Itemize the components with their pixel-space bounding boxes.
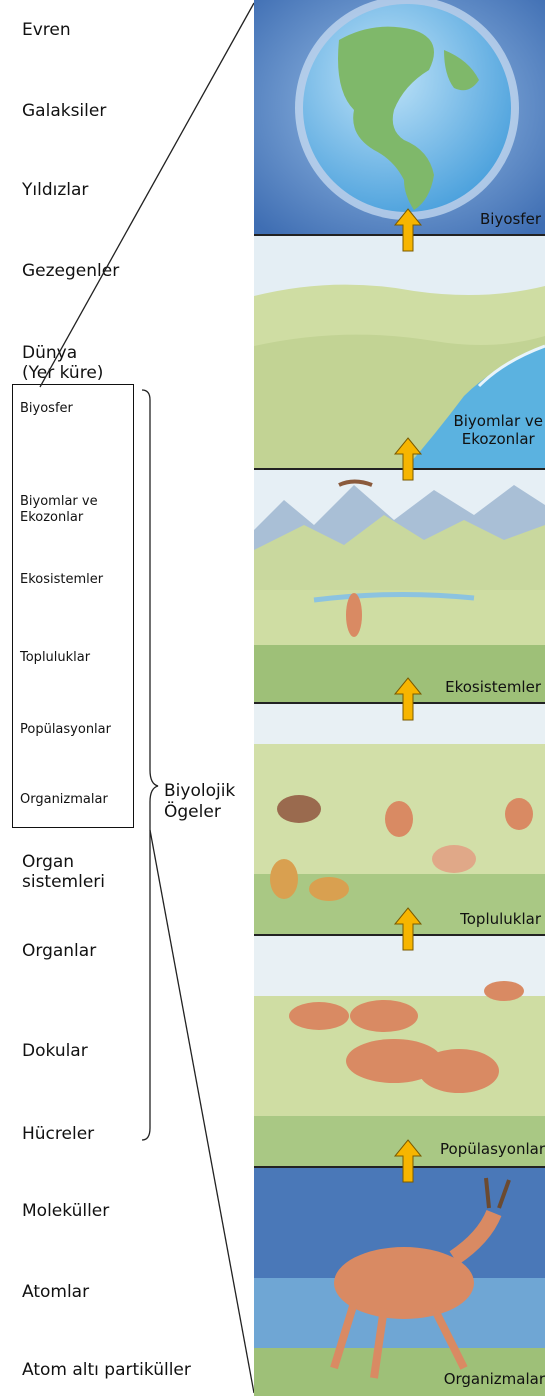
panel-biyosfer: Biyosfer	[254, 0, 545, 236]
panel-label-populasyonlar: Popülasyonlar	[440, 1140, 545, 1158]
arrow-up-icon	[393, 676, 423, 722]
community-image	[254, 704, 545, 936]
panel-label-biyosfer: Biyosfer	[480, 210, 541, 228]
organism-image	[254, 1168, 545, 1396]
ecosystem-image	[254, 470, 545, 704]
arrow-up-icon	[393, 436, 423, 482]
earth-globe-image	[254, 0, 545, 236]
arrow-up-icon	[393, 1138, 423, 1184]
panel-label-topluluklar: Topluluklar	[460, 910, 541, 928]
panel-label-biyomlar-line2: Ekozonlar	[453, 430, 543, 448]
panel-label-biyomlar-line1: Biyomlar ve	[453, 412, 543, 430]
panel-populasyonlar: Popülasyonlar	[254, 936, 545, 1168]
panel-topluluklar: Topluluklar	[254, 704, 545, 936]
zoom-line-bottom	[150, 830, 254, 1393]
panel-label-organizmalar: Organizmalar	[444, 1370, 545, 1388]
panel-organizmalar: Organizmalar	[254, 1168, 545, 1396]
panel-label-ekosistemler: Ekosistemler	[445, 678, 541, 696]
zoom-line-top	[40, 3, 254, 387]
panel-biyomlar: Biyomlar ve Ekozonlar	[254, 236, 545, 470]
panel-ekosistemler: Ekosistemler	[254, 470, 545, 704]
arrow-up-icon	[393, 207, 423, 253]
panel-label-biyomlar: Biyomlar ve Ekozonlar	[453, 412, 543, 448]
arrow-up-icon	[393, 906, 423, 952]
bracket	[142, 390, 158, 1140]
population-image	[254, 936, 545, 1168]
